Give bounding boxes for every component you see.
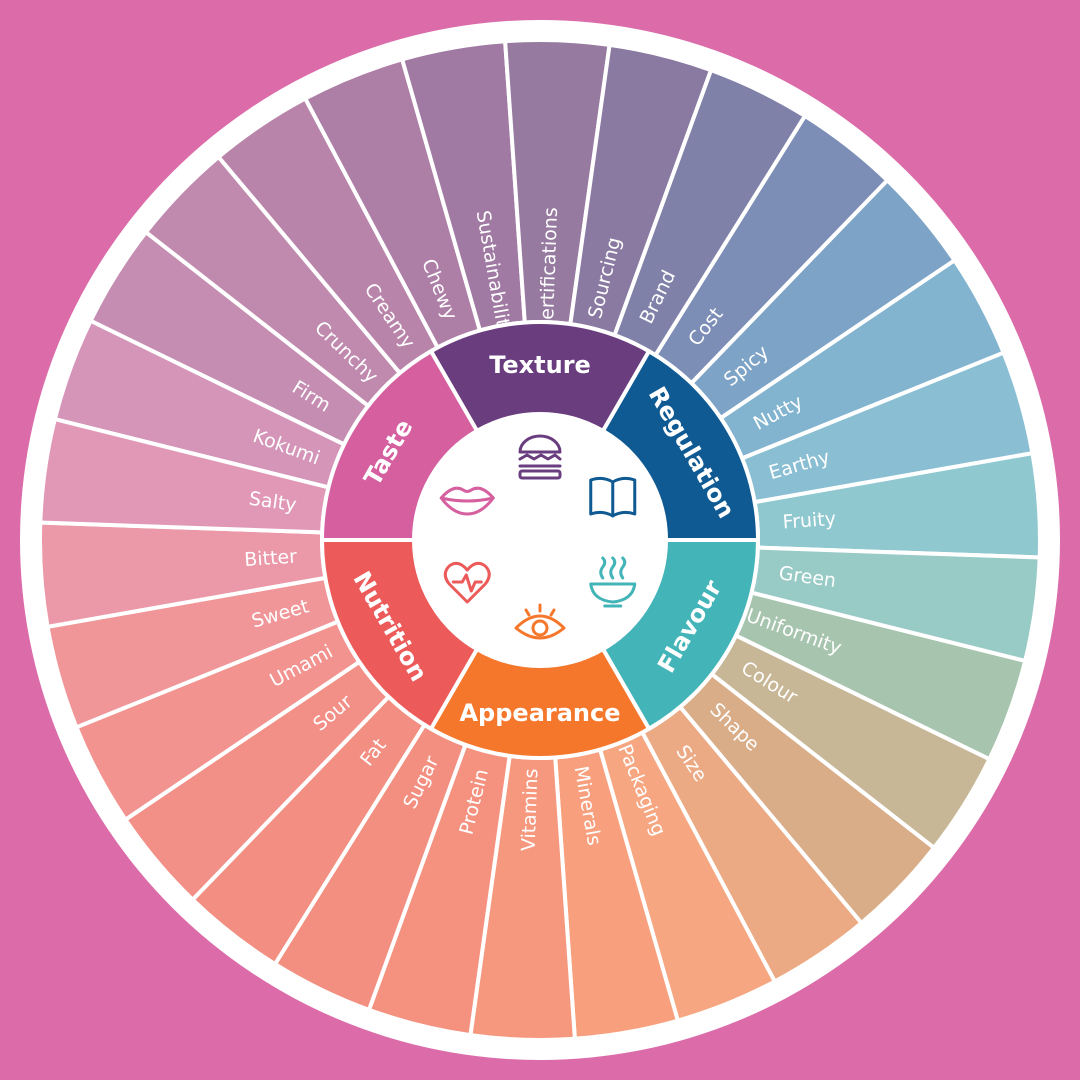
burger-icon: [518, 434, 562, 480]
inner-ring-sectors: TextureRegulationFlavourAppearanceNutrit…: [319, 320, 761, 760]
category-label-appearance: Appearance: [459, 699, 620, 727]
attribute-label-vitamins: Vitamins: [518, 768, 543, 851]
lips-icon: [439, 486, 495, 516]
category-icons: [439, 434, 637, 640]
category-label-texture: Texture: [489, 351, 591, 379]
attribute-label-bitter: Bitter: [244, 546, 298, 572]
heart-icon: [443, 561, 491, 604]
book-icon: [589, 476, 637, 518]
center-hub: [414, 414, 666, 666]
attribute-label-certifications: Certifications: [536, 207, 562, 334]
steaming-bowl-icon: [589, 556, 637, 608]
eye-icon: [514, 603, 566, 640]
attribute-label-fruity: Fruity: [782, 508, 837, 534]
